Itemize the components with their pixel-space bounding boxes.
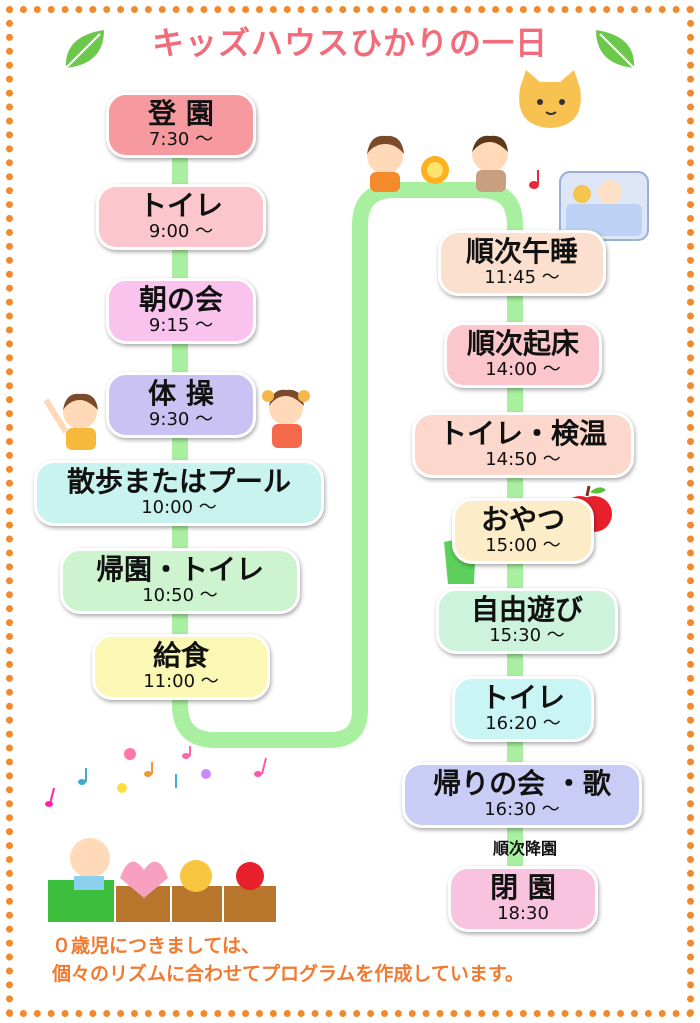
schedule-time: 9:30 〜 xyxy=(148,409,214,430)
page-title: キッズハウスひかりの一日 xyxy=(151,24,548,62)
schedule-label: 帰園・トイレ xyxy=(95,553,264,586)
schedule-time: 7:30 〜 xyxy=(148,129,214,150)
schedule-label: トイレ xyxy=(138,189,223,222)
schedule-label: 給食 xyxy=(152,639,209,672)
leaf-icon xyxy=(65,30,104,69)
schedule-time: 14:00 〜 xyxy=(485,359,561,380)
cat-icon xyxy=(519,70,581,128)
toy-box-icon xyxy=(48,838,276,922)
child-icon xyxy=(262,389,310,448)
schedule-label: 自由遊び xyxy=(470,593,583,626)
music-note-icon xyxy=(529,170,539,189)
music-notes-icon xyxy=(45,746,267,807)
schedule-label: 登 園 xyxy=(148,97,214,130)
schedule-label: トイレ・検温 xyxy=(438,417,607,450)
schedule-label: 順次起床 xyxy=(466,327,579,360)
schedule-label: トイレ xyxy=(480,681,565,714)
pickup-note: 順次降園 xyxy=(492,839,557,858)
schedule-label: おやつ xyxy=(480,503,565,536)
schedule-time: 9:15 〜 xyxy=(148,315,214,336)
schedule-time: 11:00 〜 xyxy=(143,671,219,692)
child-icon xyxy=(43,393,98,450)
baby-sleeping-icon xyxy=(559,171,649,241)
schedule-time: 11:45 〜 xyxy=(484,267,560,288)
schedule-time: 16:30 〜 xyxy=(484,799,560,820)
schedule-time: 16:20 〜 xyxy=(485,713,561,734)
schedule-label: 閉 園 xyxy=(490,871,556,904)
schedule-label: 散歩またはプール xyxy=(66,465,291,498)
schedule-label: 帰りの会 ・歌 xyxy=(433,767,611,800)
schedule-label: 朝の会 xyxy=(138,283,223,316)
schedule-time: 10:50 〜 xyxy=(142,585,218,606)
schedule-label: 順次午睡 xyxy=(465,235,578,268)
schedule-time: 14:50 〜 xyxy=(485,449,561,470)
footer-line-2: 個々のリズムに合わせてプログラムを作成しています。 xyxy=(52,963,524,985)
schedule-time: 10:00 〜 xyxy=(141,497,217,518)
footer-line-1: ０歳児につきましては、 xyxy=(52,935,261,957)
schedule-time: 15:30 〜 xyxy=(489,625,565,646)
leaf-icon xyxy=(596,30,635,69)
schedule-label: 体 操 xyxy=(148,377,214,410)
schedule-time: 9:00 〜 xyxy=(148,221,214,242)
children-icon xyxy=(367,135,508,192)
schedule-time: 15:00 〜 xyxy=(485,535,561,556)
dotted-border xyxy=(6,6,694,1017)
footer-note: ０歳児につきましては、 個々のリズムに合わせてプログラムを作成しています。 xyxy=(52,932,524,988)
schedule-time: 18:30 xyxy=(497,903,549,924)
